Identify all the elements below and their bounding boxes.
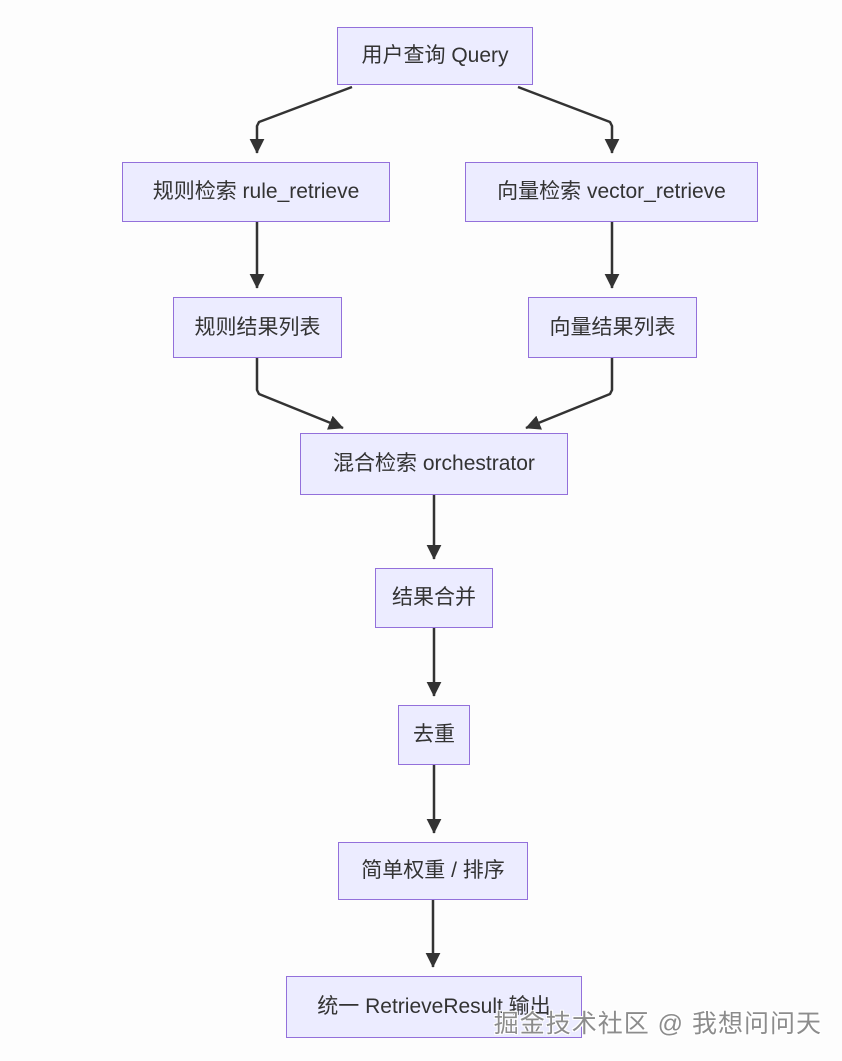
node-orchestrator-label: 混合检索 orchestrator: [333, 452, 535, 476]
node-weight-sort: 简单权重 / 排序: [338, 842, 528, 900]
node-rule-retrieve-label: 规则检索 rule_retrieve: [152, 180, 360, 204]
node-unified-output: 统一 RetrieveResult 输出: [286, 976, 582, 1038]
node-vector-results: 向量结果列表: [528, 297, 697, 358]
edge-ruleres-orch: [255, 358, 344, 430]
node-user-query: 用户查询 Query: [337, 27, 533, 85]
node-vector-results-label: 向量结果列表: [549, 315, 676, 339]
node-unified-output-label: 统一 RetrieveResult 输出: [317, 995, 551, 1019]
node-user-query-label: 用户查询 Query: [361, 44, 509, 68]
node-result-merge: 结果合并: [375, 568, 493, 628]
edge-query-rule: [249, 85, 353, 154]
node-vector-retrieve: 向量检索 vector_retrieve: [465, 162, 758, 222]
node-weight-sort-label: 简单权重 / 排序: [361, 859, 505, 883]
node-dedup: 去重: [398, 705, 470, 765]
node-vector-retrieve-label: 向量检索 vector_retrieve: [497, 180, 726, 204]
watermark-text: 掘金技术社区 @ 我想问问天: [493, 1010, 822, 1038]
node-rule-retrieve: 规则检索 rule_retrieve: [122, 162, 390, 222]
node-result-merge-label: 结果合并: [392, 586, 476, 610]
node-rule-results-label: 规则结果列表: [194, 315, 321, 339]
node-rule-results: 规则结果列表: [173, 297, 342, 358]
edge-query-vector: [517, 85, 620, 154]
node-dedup-label: 去重: [413, 723, 455, 747]
edge-vectorres-orch: [525, 358, 614, 430]
node-orchestrator: 混合检索 orchestrator: [300, 433, 568, 495]
